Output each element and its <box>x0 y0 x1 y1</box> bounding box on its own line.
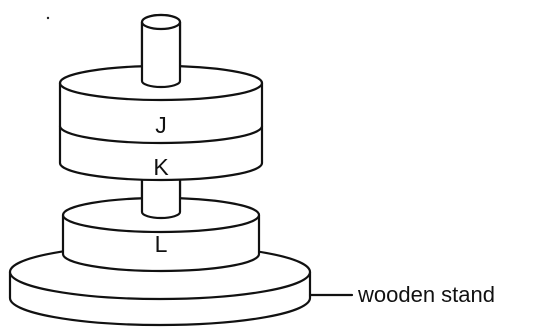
scan-speck <box>46 16 50 20</box>
magnet-l-label: L <box>155 231 168 257</box>
ring-magnet-j <box>58 13 264 145</box>
ring-magnet-l <box>61 176 261 273</box>
stand-callout-label: wooden stand <box>357 282 495 307</box>
magnet-k-label: K <box>153 154 169 180</box>
magnet-j-label: J <box>155 112 167 138</box>
